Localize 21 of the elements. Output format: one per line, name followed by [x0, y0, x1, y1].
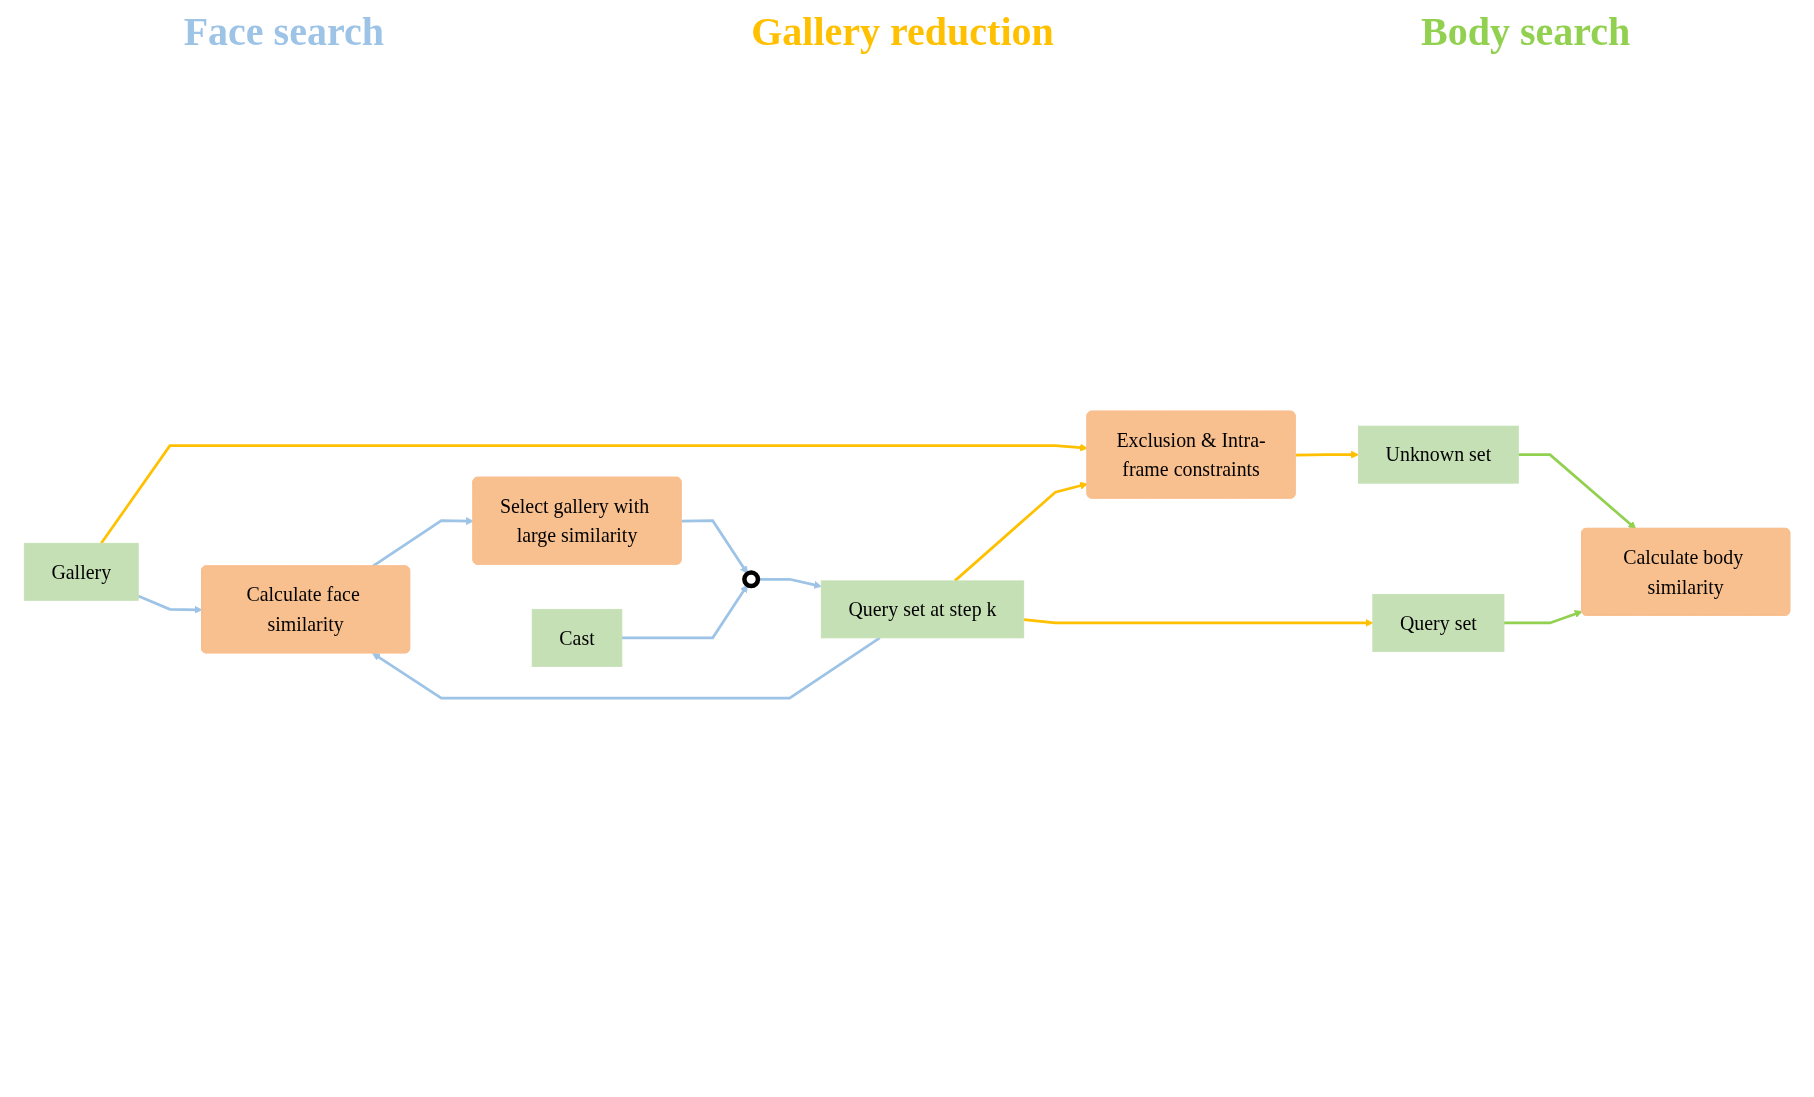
- arrow: [621, 584, 748, 640]
- arrow: [1503, 610, 1583, 625]
- node-box: Query set: [1372, 594, 1505, 653]
- node-box: Gallery: [23, 543, 139, 602]
- node-box: Cast: [531, 609, 623, 668]
- arrow: [757, 578, 822, 590]
- arrow: [1295, 451, 1359, 459]
- node-circle: [742, 570, 761, 589]
- arrow: [372, 637, 881, 700]
- arrow: [1023, 618, 1374, 628]
- arrow: [681, 519, 748, 575]
- section-heading: Gallery reduction: [751, 8, 1054, 55]
- arrow: [137, 595, 203, 615]
- arrow: [953, 482, 1088, 583]
- arrow: [100, 444, 1088, 545]
- section-heading: Body search: [1421, 8, 1631, 55]
- arrow: [1518, 453, 1637, 530]
- arrow: [371, 517, 474, 568]
- section-heading: Face search: [183, 8, 384, 55]
- node-box: Query set at step k: [820, 580, 1025, 639]
- node-box: Unknown set: [1358, 426, 1519, 484]
